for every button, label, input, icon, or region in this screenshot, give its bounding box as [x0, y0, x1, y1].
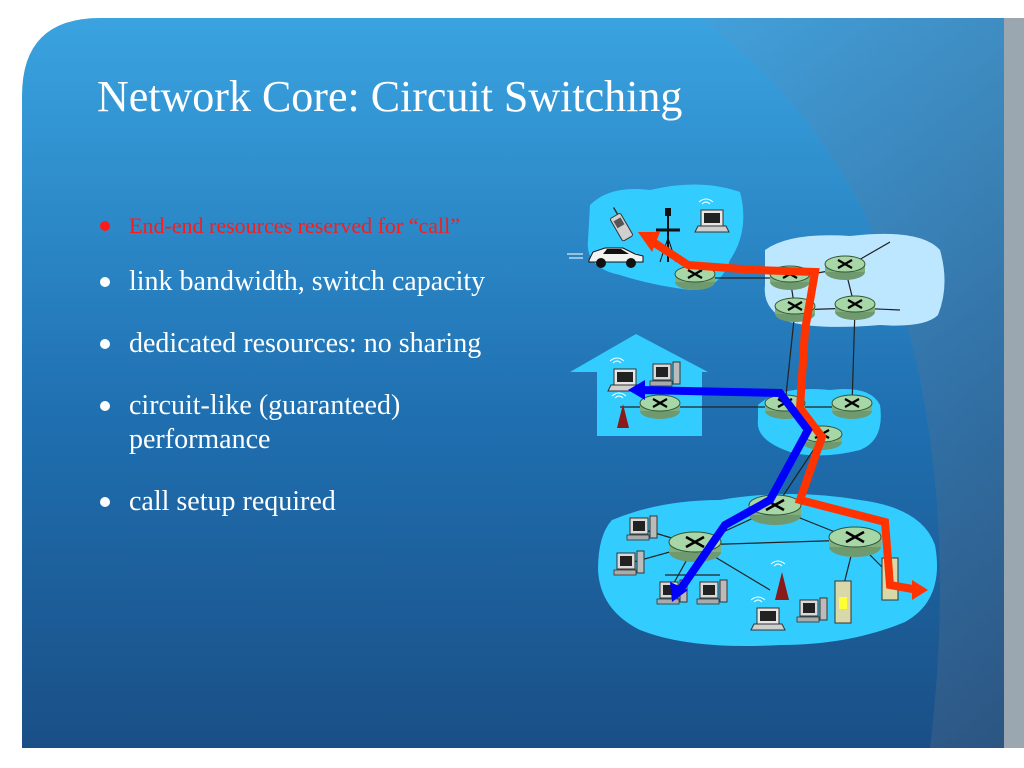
bullet-item: End-end resources reserved for “call” — [100, 212, 500, 239]
desktop-computer-icon — [796, 597, 828, 623]
desktop-computer-icon — [626, 515, 658, 541]
desktop-computer-icon — [649, 361, 681, 387]
blue-arrowhead-icon — [628, 380, 645, 400]
bullet-text: circuit-like (guaranteed) performance — [129, 390, 401, 455]
cell-tower-icon — [611, 392, 629, 428]
slide-title: Network Core: Circuit Switching — [97, 72, 683, 121]
bullet-text: call setup required — [129, 486, 336, 517]
router-icon — [830, 393, 874, 421]
bullet-item: circuit-like (guaranteed) performance — [100, 389, 500, 457]
red-circuit-path — [647, 236, 919, 594]
car-icon — [567, 247, 644, 268]
bullet-item: call setup required — [100, 485, 500, 519]
blue-arrowhead-icon — [670, 582, 688, 602]
bullet-dot-icon — [100, 401, 110, 411]
cell-tower-icon — [770, 560, 789, 600]
bullet-item: link bandwidth, switch capacity — [100, 265, 500, 299]
bullet-dot-icon — [100, 339, 110, 349]
mobile-network-cloud — [587, 184, 744, 290]
router-icon — [833, 294, 877, 322]
red-arrowhead-icon — [912, 580, 928, 600]
blue-circuit-path — [639, 386, 813, 593]
bullet-list: End-end resources reserved for “call” li… — [100, 212, 500, 547]
desktop-computer-icon — [613, 550, 645, 576]
bullet-text: dedicated resources: no sharing — [129, 328, 482, 359]
bullet-dot-icon — [100, 221, 110, 231]
router-icon — [823, 254, 867, 282]
red-arrowhead-icon — [638, 232, 660, 252]
bullet-text: End-end resources reserved for “call” — [129, 213, 461, 238]
server-icon — [834, 580, 852, 624]
circuit-switching-diagram — [567, 184, 945, 646]
router-icon — [827, 525, 883, 559]
bullet-text: link bandwidth, switch capacity — [129, 266, 486, 297]
bullet-dot-icon — [100, 497, 110, 507]
bullet-dot-icon — [100, 277, 110, 287]
bullet-item: dedicated resources: no sharing — [100, 327, 500, 361]
router-icon — [638, 393, 682, 421]
cell-phone-icon — [610, 207, 633, 242]
desktop-computer-icon — [696, 579, 728, 605]
